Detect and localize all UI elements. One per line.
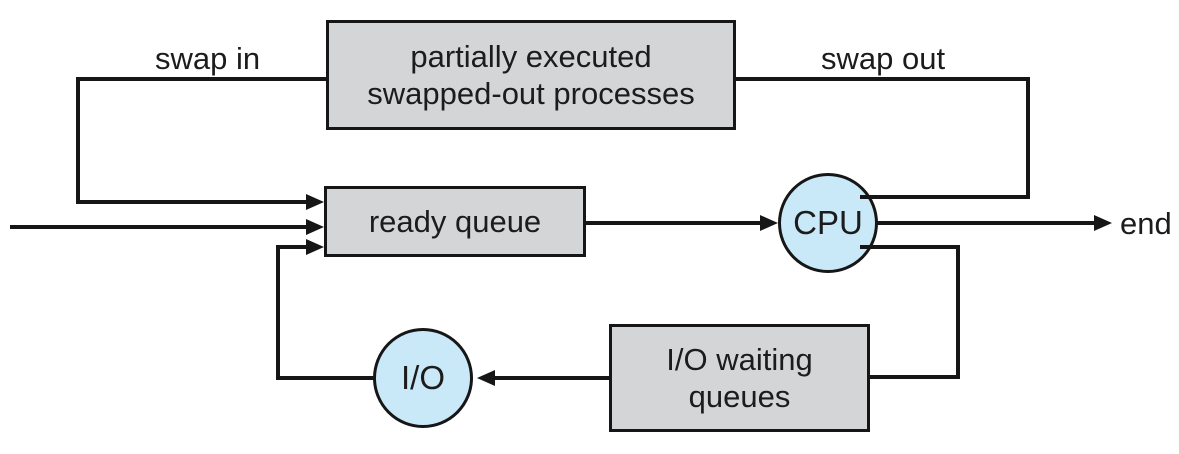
arrowhead xyxy=(760,215,778,231)
io-waiting-queues-label-line1: I/O waiting xyxy=(666,342,813,377)
io-to-loop-connector xyxy=(276,376,376,380)
arrowhead xyxy=(477,370,495,386)
ready-queue-label: ready queue xyxy=(368,204,542,239)
swapped-out-processes-label-line1: partially executed xyxy=(410,39,652,74)
cpu-to-end-connector xyxy=(876,221,1096,225)
swapped-out-processes-box: partially executed swapped-out processes xyxy=(326,20,736,130)
io-waiting-queues-label-line2: queues xyxy=(688,379,791,414)
swapped-out-processes-label-line2: swapped-out processes xyxy=(367,76,695,111)
arrowhead xyxy=(306,194,324,210)
io-label: I/O xyxy=(400,359,445,396)
cpu-to-ioqueue-connector-top xyxy=(860,245,960,249)
end-label: end xyxy=(1120,206,1172,241)
io-node: I/O xyxy=(373,328,473,428)
io-waiting-queues-box: I/O waiting queues xyxy=(609,324,870,432)
io-return-connector-vertical xyxy=(276,245,280,380)
cpu-node: CPU xyxy=(778,173,878,273)
swap-in-connector-top xyxy=(76,77,326,81)
swap-out-connector-vertical xyxy=(1026,77,1030,199)
arrowhead xyxy=(306,239,324,255)
swap-out-connector-top xyxy=(736,77,1030,81)
ready-queue-box: ready queue xyxy=(324,186,586,257)
arrowhead xyxy=(1094,215,1112,231)
cpu-label: CPU xyxy=(793,204,863,241)
swap-in-label: swap in xyxy=(155,41,261,76)
swap-in-connector-bottom xyxy=(76,200,308,204)
swap-out-connector-bottom xyxy=(860,195,1030,199)
swap-in-connector-vertical xyxy=(76,77,80,204)
io-return-connector-top xyxy=(276,245,308,249)
arrowhead xyxy=(306,219,324,235)
ioqueue-to-io-connector xyxy=(492,376,609,380)
cpu-to-ioqueue-connector-vertical xyxy=(956,245,960,379)
swap-out-label: swap out xyxy=(821,41,946,76)
ready-to-cpu-connector xyxy=(586,221,764,225)
cpu-to-ioqueue-connector-bottom xyxy=(868,375,960,379)
entry-connector xyxy=(10,225,308,229)
